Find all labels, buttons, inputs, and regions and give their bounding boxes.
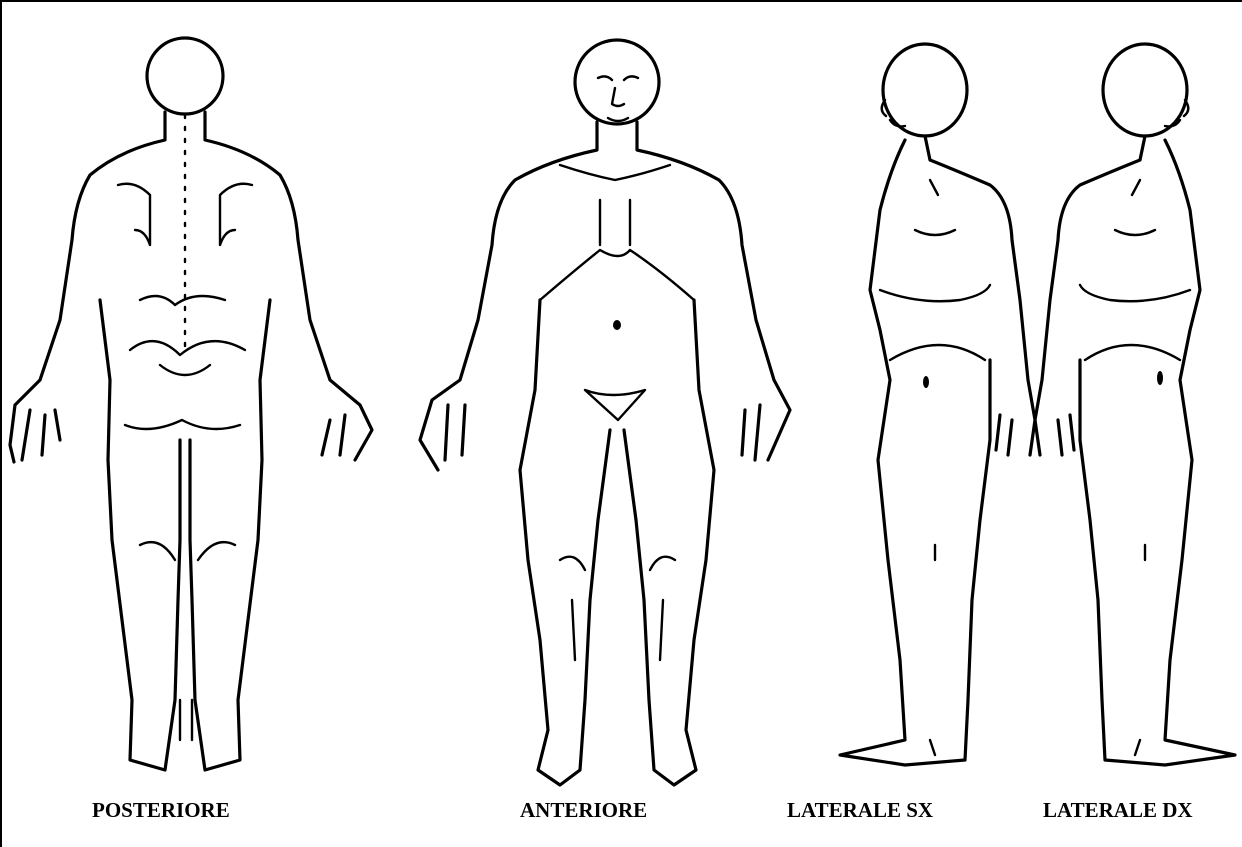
label-lateral-left: LATERALE SX [787,798,933,823]
lateral-left-body-figure [840,44,1035,765]
label-lateral-right: LATERALE DX [1043,798,1193,823]
label-posterior: POSTERIORE [92,798,230,823]
label-anterior: ANTERIORE [520,798,647,823]
lateral-right-body-figure [1035,44,1235,765]
posterior-body-figure [10,38,372,770]
anterior-body-figure [420,40,790,785]
